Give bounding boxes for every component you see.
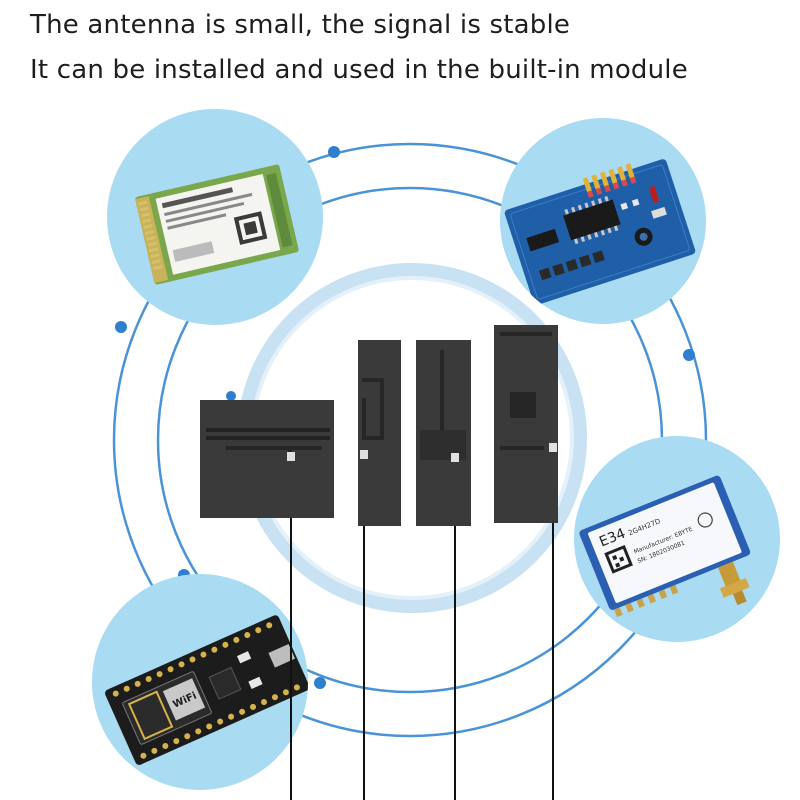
orbit-dot: [683, 349, 695, 361]
flat-antenna-image: [358, 340, 401, 526]
orbit-dot: [115, 321, 127, 333]
outer-ring: [112, 142, 708, 738]
orbit-dot: [314, 677, 326, 689]
blue-pcb-image: [504, 159, 696, 305]
headline-line-1: The antenna is small, the signal is stab…: [30, 10, 571, 40]
orbit-dot: [328, 146, 340, 158]
orbit-dots: [115, 146, 695, 689]
headline-line-2: It can be installed and used in the buil…: [30, 55, 688, 85]
orbit-dot: [226, 391, 236, 401]
flat-antenna-image: [200, 400, 334, 518]
flat-antenna-image: [416, 340, 471, 526]
nodemcu-wifi-board-image: WiFi: [105, 615, 308, 765]
ssd-bubble: [107, 109, 323, 325]
e34-bubble: E34 2G4H27D Manufacturer: EBYTE SN: 1802…: [574, 436, 780, 642]
ssd-card-image: [135, 164, 299, 285]
e34-module-image: E34 2G4H27D Manufacturer: EBYTE SN: 1802…: [579, 475, 751, 618]
pcb-bubble: [500, 118, 706, 324]
flat-antenna-image: [494, 325, 558, 523]
nodemcu-bubble: WiFi: [92, 574, 308, 790]
